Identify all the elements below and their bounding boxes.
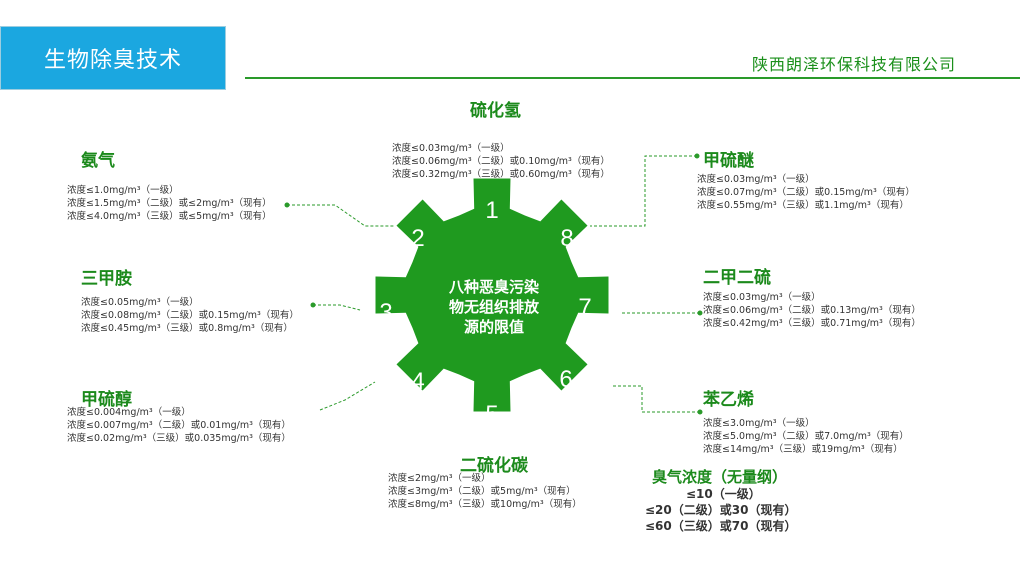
limit-line: 浓度≤0.02mg/m³（三级）或0.035mg/m³（现有） — [67, 433, 291, 444]
limit-line: 浓度≤0.05mg/m³（一级） — [81, 297, 199, 308]
gear-number-1: 1 — [485, 197, 498, 224]
dot-7 — [697, 310, 703, 316]
limit-line: 浓度≤14mg/m³（三级）或19mg/m³（现有） — [703, 444, 903, 455]
gas-limits-styrene: 浓度≤3.0mg/m³（一级） 浓度≤5.0mg/m³（二级）或7.0mg/m³… — [703, 417, 909, 456]
connector-6 — [612, 385, 700, 413]
limit-line: 浓度≤0.42mg/m³（三级）或0.71mg/m³（现有） — [703, 318, 921, 329]
gas-name-dimethyl-disulfide: 二甲二硫 — [703, 268, 771, 288]
limit-line: 浓度≤0.06mg/m³（二级）或0.10mg/m³（现有） — [392, 156, 610, 167]
limit-line: 浓度≤0.03mg/m³（一级） — [703, 292, 821, 303]
center-label-line-3: 源的限值 — [464, 318, 524, 336]
connector-lines — [287, 155, 700, 413]
gear-number-6: 6 — [559, 366, 572, 393]
gas-name-styrene: 苯乙烯 — [703, 390, 754, 410]
connector-8 — [590, 155, 697, 227]
limit-line: 浓度≤2mg/m³（一级） — [388, 473, 491, 484]
gas-limits-trimethylamine: 浓度≤0.05mg/m³（一级） 浓度≤0.08mg/m³（二级）或0.15mg… — [81, 296, 299, 335]
gas-limits-ammonia: 浓度≤1.0mg/m³（一级） 浓度≤1.5mg/m³（二级）或≤2mg/m³（… — [67, 184, 272, 223]
limit-line: 浓度≤1.5mg/m³（二级）或≤2mg/m³（现有） — [67, 198, 272, 209]
limit-line: 浓度≤0.55mg/m³（三级）或1.1mg/m³（现有） — [697, 200, 909, 211]
connector-dots — [284, 153, 703, 415]
odor-concentration-title: 臭气浓度（无量纲） — [652, 468, 788, 486]
dot-3 — [310, 302, 316, 308]
company-name: 陕西朗泽环保科技有限公司 — [752, 55, 957, 74]
header-divider — [245, 77, 1020, 79]
gas-limits-methyl-mercaptan: 浓度≤0.004mg/m³（一级） 浓度≤0.007mg/m³（二级）或0.01… — [67, 406, 291, 445]
odor-line-1: ≤10（一级） — [686, 487, 761, 501]
connector-3 — [313, 304, 361, 311]
gear-number-2: 2 — [411, 225, 424, 252]
limit-line: 浓度≤0.03mg/m³（一级） — [697, 174, 815, 185]
odor-line-2: ≤20（二级）或30（现有） — [645, 503, 797, 517]
limit-line: 浓度≤3mg/m³（二级）或5mg/m³（现有） — [388, 486, 576, 497]
limit-line: 浓度≤0.07mg/m³（二级）或0.15mg/m³（现有） — [697, 187, 915, 198]
gas-name-hydrogen-sulfide: 硫化氢 — [470, 101, 521, 121]
gear-number-4: 4 — [411, 368, 424, 395]
gear-number-8: 8 — [560, 225, 573, 252]
limit-line: 浓度≤5.0mg/m³（二级）或7.0mg/m³（现有） — [703, 431, 909, 442]
gear-number-5: 5 — [485, 401, 498, 428]
center-label-line-2: 物无组织排放 — [449, 298, 540, 316]
dot-6 — [697, 409, 703, 415]
limit-line: 浓度≤8mg/m³（三级）或10mg/m³（现有） — [388, 499, 582, 510]
gas-name-methyl-mercaptan: 甲硫醇 — [81, 390, 132, 410]
gas-limits-carbon-disulfide: 浓度≤2mg/m³（一级） 浓度≤3mg/m³（二级）或5mg/m³（现有） 浓… — [388, 472, 582, 511]
limit-line: 浓度≤0.06mg/m³（二级）或0.13mg/m³（现有） — [703, 305, 921, 316]
limit-line: 浓度≤0.004mg/m³（一级） — [67, 407, 191, 418]
odor-line-3: ≤60（三级）或70（现有） — [645, 519, 797, 533]
limit-line: 浓度≤0.007mg/m³（二级）或0.01mg/m³（现有） — [67, 420, 291, 431]
limit-line: 浓度≤0.45mg/m³（三级）或0.8mg/m³（现有） — [81, 323, 293, 334]
limit-line: 浓度≤0.32mg/m³（三级）或0.60mg/m³（现有） — [392, 169, 610, 180]
connector-2 — [287, 204, 395, 227]
limit-line: 浓度≤3.0mg/m³（一级） — [703, 418, 815, 429]
center-label: 八种恶臭污染 物无组织排放 源的限值 — [448, 278, 540, 336]
gas-name-trimethylamine: 三甲胺 — [81, 269, 132, 289]
gear-shape — [375, 178, 609, 412]
limit-line: 浓度≤0.03mg/m³（一级） — [392, 143, 510, 154]
section-title: 生物除臭技术 — [43, 48, 182, 73]
dot-2 — [284, 202, 290, 208]
section-title-box: 生物除臭技术 — [0, 26, 226, 90]
limit-line: 浓度≤0.08mg/m³（二级）或0.15mg/m³（现有） — [81, 310, 299, 321]
dot-8 — [694, 153, 700, 159]
gas-name-ammonia: 氨气 — [81, 151, 115, 171]
gas-name-dimethyl-sulfide: 甲硫醚 — [703, 151, 754, 171]
connector-4 — [319, 381, 376, 411]
gas-limits-dimethyl-sulfide: 浓度≤0.03mg/m³（一级） 浓度≤0.07mg/m³（二级）或0.15mg… — [697, 173, 915, 212]
gas-name-carbon-disulfide: 二硫化碳 — [460, 456, 528, 476]
gear-number-group: 1 2 3 4 5 6 7 8 — [379, 197, 591, 428]
center-label-line-1: 八种恶臭污染 — [448, 278, 540, 296]
gear-number-7: 7 — [578, 294, 591, 321]
gas-limits-hydrogen-sulfide: 浓度≤0.03mg/m³（一级） 浓度≤0.06mg/m³（二级）或0.10mg… — [392, 142, 610, 181]
gear-number-3: 3 — [379, 299, 392, 326]
gas-limits-dimethyl-disulfide: 浓度≤0.03mg/m³（一级） 浓度≤0.06mg/m³（二级）或0.13mg… — [703, 291, 921, 330]
limit-line: 浓度≤1.0mg/m³（一级） — [67, 185, 179, 196]
limit-line: 浓度≤4.0mg/m³（三级）或≤5mg/m³（现有） — [67, 211, 272, 222]
